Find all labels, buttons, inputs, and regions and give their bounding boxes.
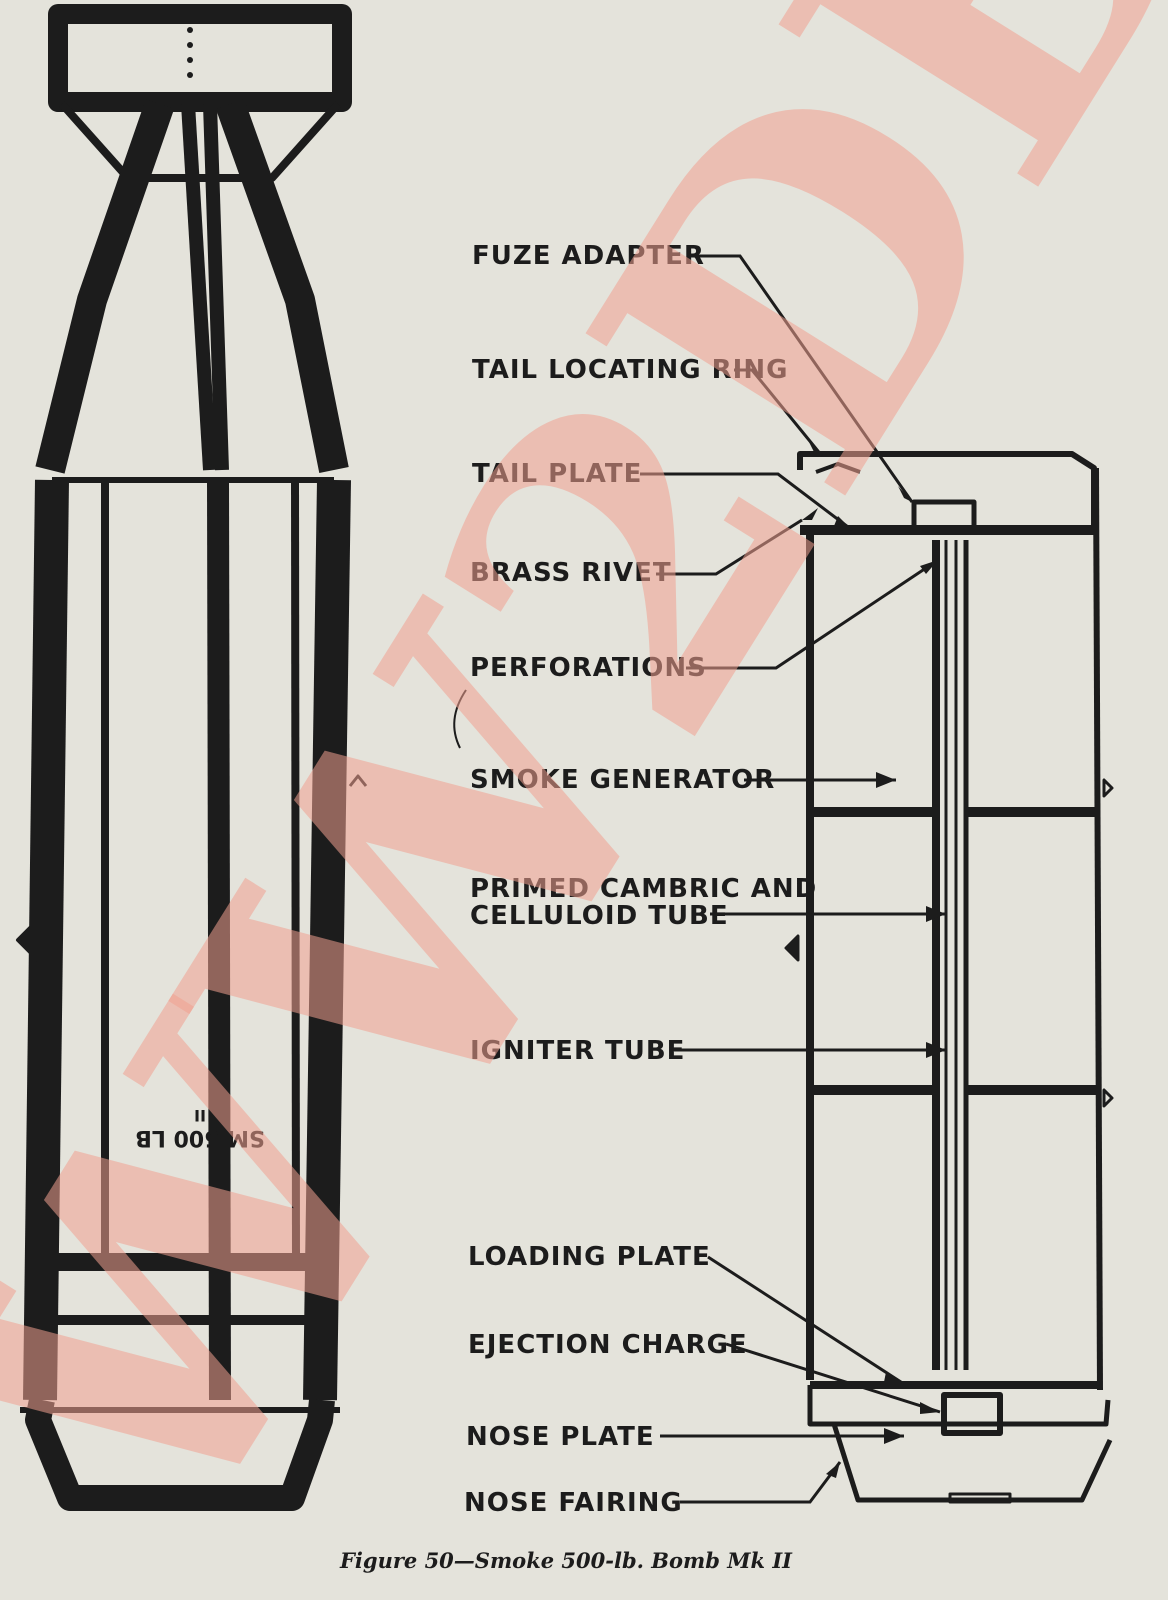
label-smoke-generator: SMOKE GENERATOR: [470, 765, 776, 795]
label-igniter-tube: IGNITER TUBE: [470, 1036, 686, 1066]
label-loading-plate: LOADING PLATE: [468, 1242, 711, 1272]
label-nose-plate: NOSE PLATE: [466, 1422, 655, 1452]
label-primed-tube-line2: CELLULOID TUBE: [470, 901, 729, 931]
label-primed-tube-line1: PRIMED CAMBRIC AND: [470, 874, 818, 904]
label-perforations: PERFORATIONS: [470, 653, 707, 683]
label-fuze-adapter: FUZE ADAPTER: [472, 241, 705, 271]
label-brass-rivet: BRASS RIVET: [470, 558, 672, 588]
figure-caption: Figure 50—Smoke 500-lb. Bomb Mk II: [340, 1548, 792, 1573]
label-nose-fairing: NOSE FAIRING: [464, 1488, 683, 1518]
label-tail-locating-ring: TAIL LOCATING RING: [472, 355, 789, 385]
label-tail-plate: TAIL PLATE: [472, 459, 643, 489]
label-ejection-charge: EJECTION CHARGE: [468, 1330, 748, 1360]
